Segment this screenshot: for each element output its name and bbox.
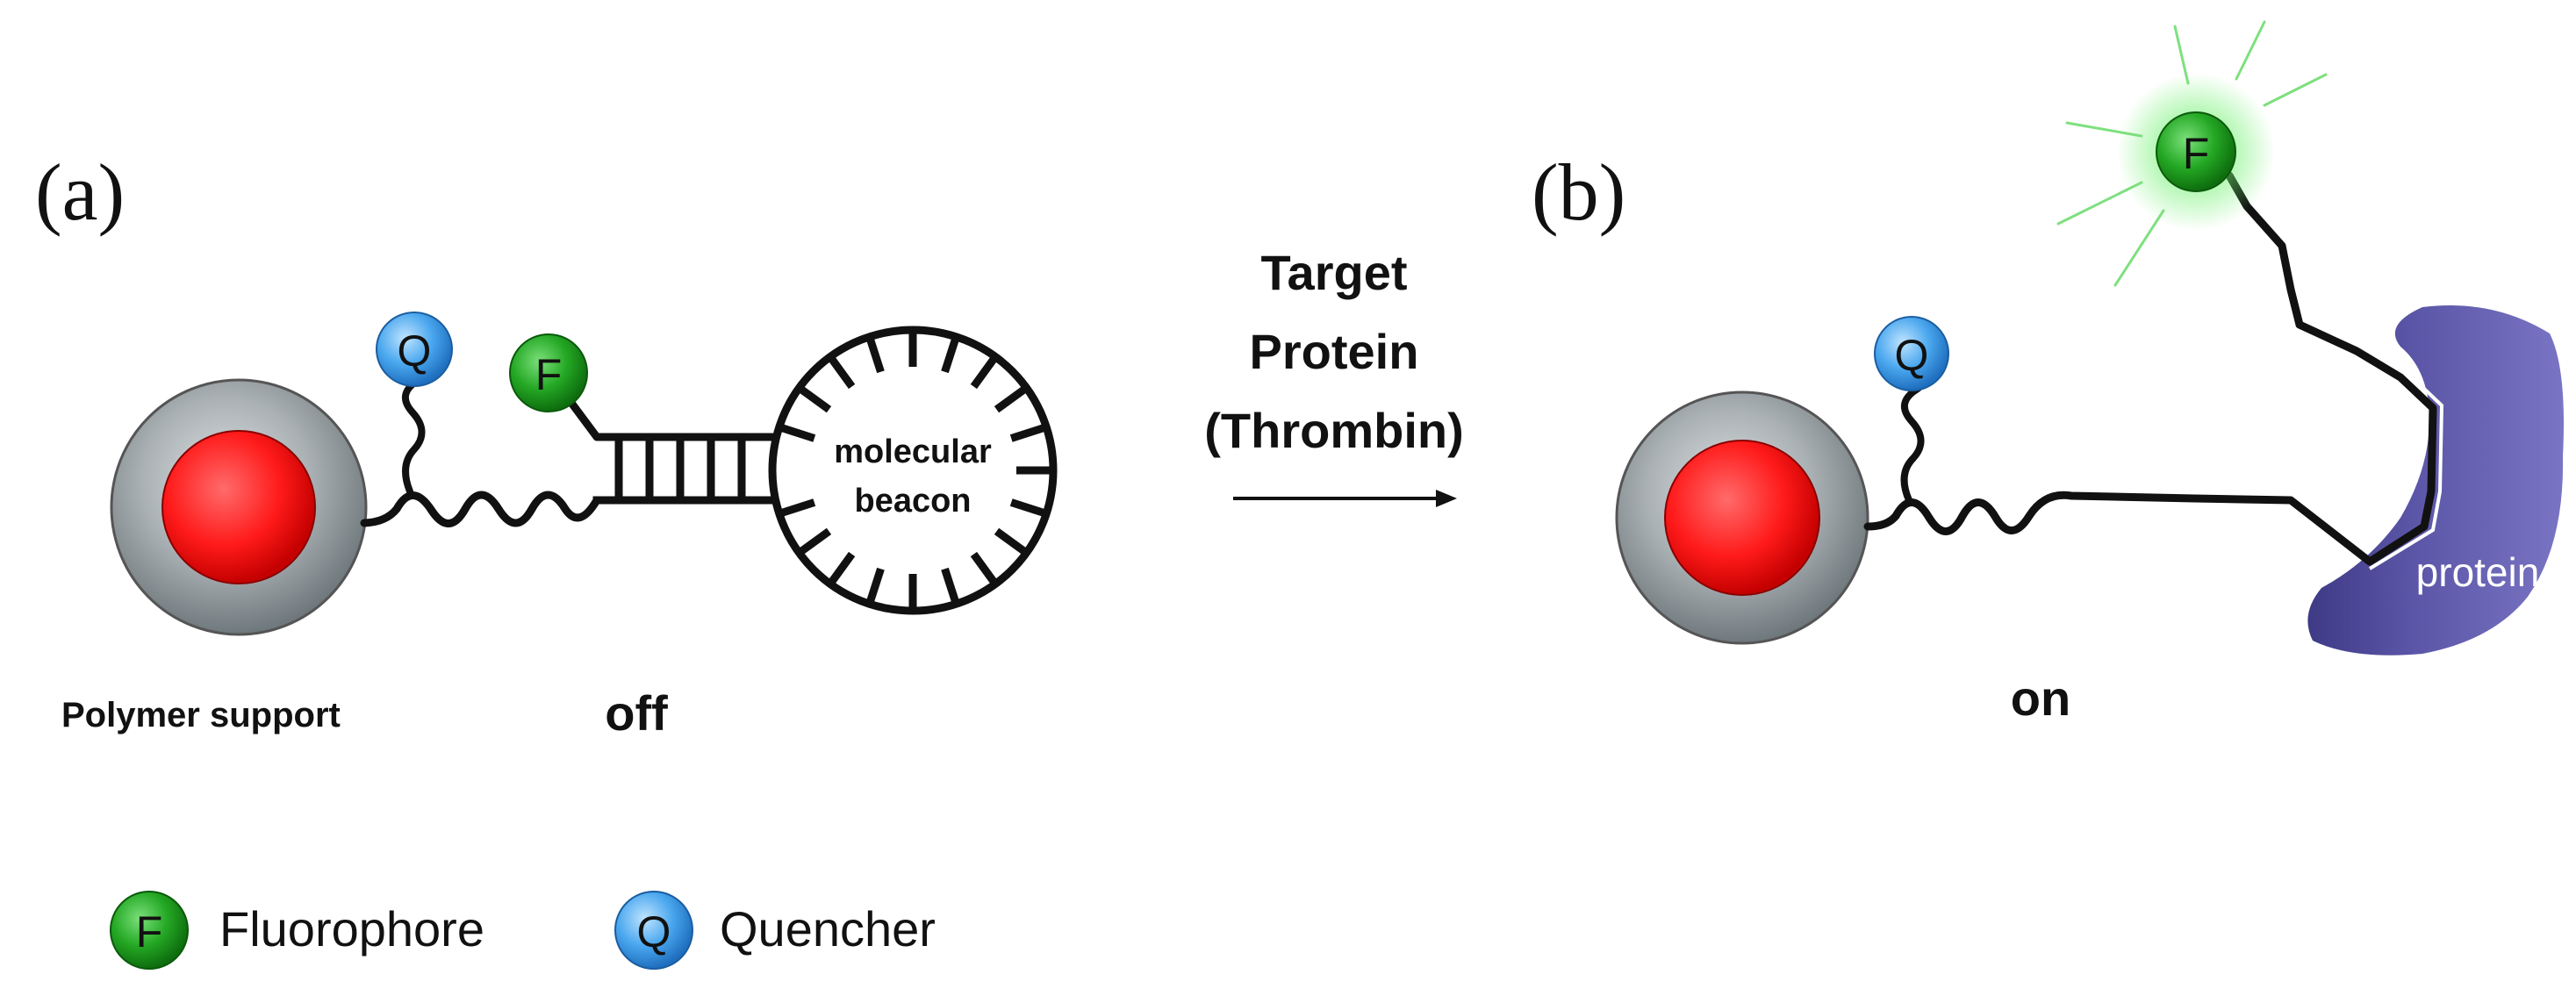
loop-tick	[1009, 498, 1048, 518]
quencher-b-letter: Q	[1895, 331, 1929, 380]
loop-tick	[778, 423, 816, 442]
loop-tick	[865, 567, 885, 605]
legend: F Fluorophore Q Quencher	[110, 891, 936, 970]
polymer-support-label: Polymer support	[61, 696, 341, 734]
off-state-label: off	[605, 685, 668, 741]
protein-shape	[2307, 305, 2564, 656]
arrow-label-line1: Target	[1261, 245, 1408, 300]
fluorophore-b-glowing: F	[2056, 20, 2328, 287]
panel-a-label: (a)	[35, 147, 125, 237]
loop-tick	[1009, 423, 1048, 442]
panel-b-label: (b)	[1532, 147, 1625, 237]
loop-tick	[970, 551, 999, 587]
fluorophore-b-letter: F	[2183, 129, 2210, 178]
legend-fluorophore: F Fluorophore	[110, 891, 484, 970]
fluorophore-a: F	[509, 333, 588, 412]
loop-tick	[796, 384, 832, 413]
polymer-support-bead-a	[110, 378, 368, 636]
quencher-b: Q	[1874, 316, 1949, 391]
on-state-label: on	[2011, 670, 2070, 726]
loop-tick	[941, 567, 960, 605]
legend-quencher-label: Quencher	[720, 901, 936, 957]
beacon-stem	[592, 439, 781, 505]
legend-fluorophore-label: Fluorophore	[219, 901, 484, 957]
loop-tick	[941, 335, 960, 374]
glow-rays	[2056, 20, 2328, 287]
fluorophore-a-letter: F	[535, 350, 563, 399]
beacon-loop: molecular beacon	[768, 326, 1058, 615]
legend-quencher-letter: Q	[637, 907, 671, 957]
quencher-icon	[614, 891, 693, 970]
beacon-label-line2: beacon	[854, 483, 971, 519]
aptamer-chain-b	[1863, 171, 2437, 566]
loop-tick	[796, 527, 832, 556]
legend-quencher: Q Quencher	[614, 891, 936, 970]
quencher-a-letter: Q	[398, 326, 432, 376]
reaction-arrow: Target Protein (Thrombin)	[1204, 245, 1464, 507]
beacon-label-line1: molecular	[834, 434, 992, 470]
quencher-linker-b	[1900, 369, 1931, 504]
loop-tick	[827, 551, 856, 587]
quencher-a: Q	[376, 312, 453, 387]
loop-tick	[865, 335, 885, 374]
fluorophore-linker-a	[564, 395, 777, 441]
legend-fluorophore-letter: F	[136, 907, 163, 957]
loop-tick	[827, 354, 856, 390]
polymer-support-bead-b	[1615, 391, 1869, 645]
fluorophore-icon	[110, 891, 189, 970]
chain-highlight	[2368, 370, 2444, 570]
loop-tick	[994, 527, 1030, 556]
arrow-label-line3: (Thrombin)	[1204, 403, 1463, 458]
loop-tick	[778, 498, 816, 518]
loop-tick	[970, 354, 999, 390]
arrow-label-line2: Protein	[1250, 324, 1419, 379]
protein-label: protein	[2416, 549, 2540, 595]
linker-chain-a	[360, 491, 619, 527]
loop-tick	[994, 384, 1030, 413]
